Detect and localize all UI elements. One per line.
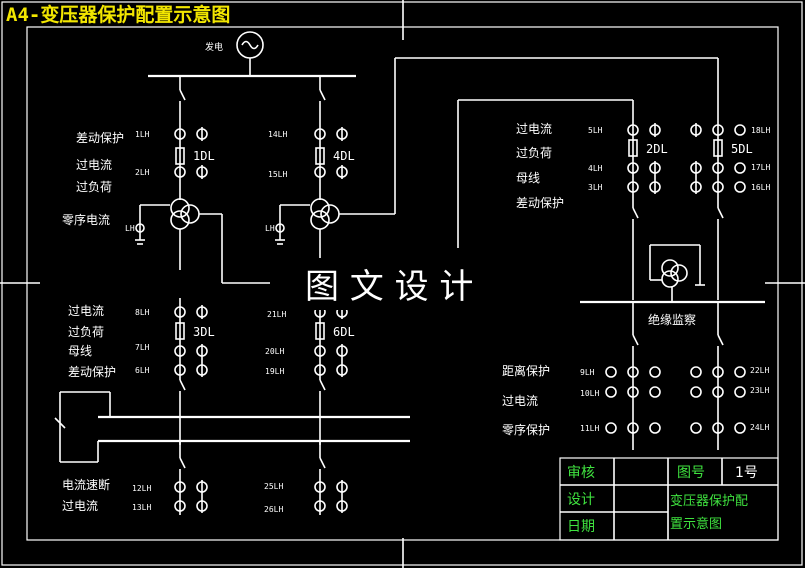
ct-23lh: 23LH <box>750 386 769 395</box>
ct-22lh: 22LH <box>750 366 769 375</box>
label-overload-3: 过负荷 <box>516 146 552 160</box>
breaker-3dl: 3DL <box>193 325 215 339</box>
generator-symbol <box>236 31 264 75</box>
generator-label: 发电 <box>205 41 223 53</box>
tb-review-label: 审核 <box>567 465 595 481</box>
feeder-right <box>457 58 765 450</box>
label-distance-protection: 距离保护 <box>502 363 550 378</box>
feeder-left-lower <box>54 298 410 515</box>
feeder-left-1 <box>135 76 272 284</box>
label-insulation-monitor: 绝缘监察 <box>648 312 696 327</box>
ct-26lh: 26LH <box>264 505 283 514</box>
ct-1lh: 1LH <box>135 130 150 139</box>
watermark: 图 文 设 计 <box>305 267 473 307</box>
label-overcurrent-1: 过电流 <box>76 158 112 172</box>
ct-13lh: 13LH <box>132 503 151 512</box>
ct-15lh: 15LH <box>268 170 287 179</box>
breaker-2dl: 2DL <box>646 142 668 156</box>
label-overload-2: 过负荷 <box>68 325 104 339</box>
tb-design-label: 设计 <box>567 492 595 508</box>
label-zero-seq-1: 零序电流 <box>62 212 110 227</box>
ct-9lh: 9LH <box>580 368 595 377</box>
ct-6lh: 6LH <box>135 366 150 375</box>
label-diff-protection-1: 差动保护 <box>76 131 124 145</box>
ct-lh-2: LH <box>265 224 275 233</box>
ct-18lh: 18LH <box>751 126 770 135</box>
ct-11lh: 11LH <box>580 424 599 433</box>
ct-lh-1: LH <box>125 224 135 233</box>
drawing-title: A4-变压器保护配置示意图 <box>6 3 230 26</box>
label-diff-protection-3: 差动保护 <box>516 196 564 210</box>
tb-drawing-no-label: 图号 <box>677 465 705 481</box>
tb-name-line1: 变压器保护配 <box>670 493 748 509</box>
feeder-left-2 <box>275 57 718 270</box>
breaker-6dl: 6DL <box>333 325 355 339</box>
label-busbar-1: 母线 <box>68 344 92 358</box>
label-overcurrent-4: 过电流 <box>516 122 552 136</box>
label-overcurrent-5: 过电流 <box>502 394 538 408</box>
label-overcurrent-3: 过电流 <box>62 499 98 513</box>
ct-24lh: 24LH <box>750 423 769 432</box>
ct-20lh: 20LH <box>265 347 284 356</box>
label-overcurrent-2: 过电流 <box>68 304 104 318</box>
ct-2lh: 2LH <box>135 168 150 177</box>
breaker-5dl: 5DL <box>731 142 753 156</box>
ct-19lh: 19LH <box>265 367 284 376</box>
ct-16lh: 16LH <box>751 183 770 192</box>
breaker-1dl: 1DL <box>193 149 215 163</box>
label-zero-seq-2: 零序保护 <box>502 422 550 437</box>
ct-10lh: 10LH <box>580 389 599 398</box>
ct-3lh: 3LH <box>588 183 603 192</box>
tb-drawing-no: 1号 <box>735 465 758 481</box>
tb-name-line2: 置示意图 <box>670 516 722 532</box>
ct-8lh: 8LH <box>135 308 150 317</box>
ct-25lh: 25LH <box>264 482 283 491</box>
breaker-4dl: 4DL <box>333 149 355 163</box>
label-busbar-2: 母线 <box>516 171 540 185</box>
ct-14lh: 14LH <box>268 130 287 139</box>
label-diff-protection-2: 差动保护 <box>68 365 116 379</box>
ct-7lh: 7LH <box>135 343 150 352</box>
ct-21lh: 21LH <box>267 310 286 319</box>
ct-5lh: 5LH <box>588 126 603 135</box>
label-instant-trip: 电流速断 <box>62 477 110 492</box>
ct-17lh: 17LH <box>751 163 770 172</box>
ct-4lh: 4LH <box>588 164 603 173</box>
ct-12lh: 12LH <box>132 484 151 493</box>
watermark-backing <box>270 258 525 310</box>
tb-date-label: 日期 <box>567 519 595 535</box>
title-block <box>559 457 779 541</box>
label-overload-1: 过负荷 <box>76 180 112 194</box>
